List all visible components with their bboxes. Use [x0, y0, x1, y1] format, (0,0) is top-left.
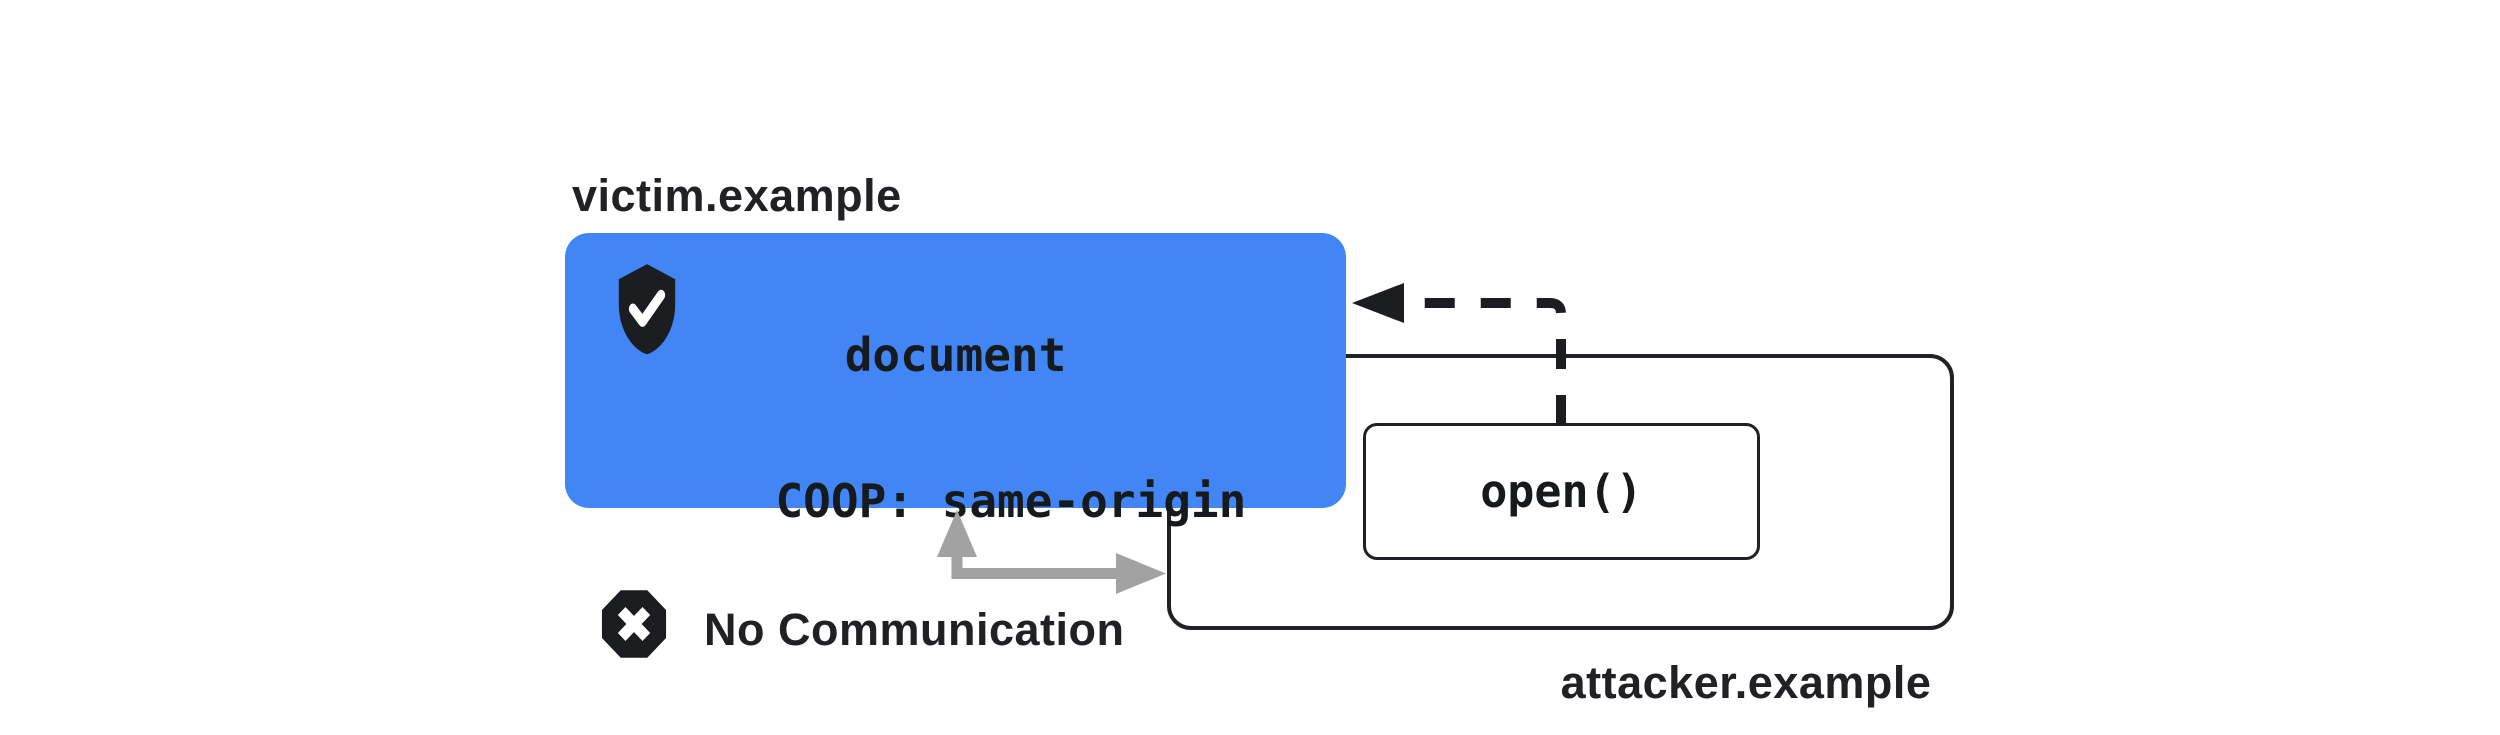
octagon-x-icon [597, 585, 671, 663]
victim-document-box: document COOP: same-origin [565, 233, 1346, 528]
victim-box-line1: document [844, 328, 1067, 382]
victim-domain-label: victim.example [572, 170, 902, 221]
victim-box-text: document COOP: same-origin [565, 319, 1346, 611]
no-communication-label: No Communication [704, 604, 1125, 655]
shield-check-icon [611, 261, 683, 356]
open-call-arrowhead [1352, 283, 1404, 323]
open-call-box: open() [1363, 423, 1760, 560]
attacker-domain-label: attacker.example [1560, 657, 1932, 708]
victim-box-line2: COOP: same-origin [775, 474, 1247, 528]
open-call-label: open() [1480, 465, 1643, 518]
